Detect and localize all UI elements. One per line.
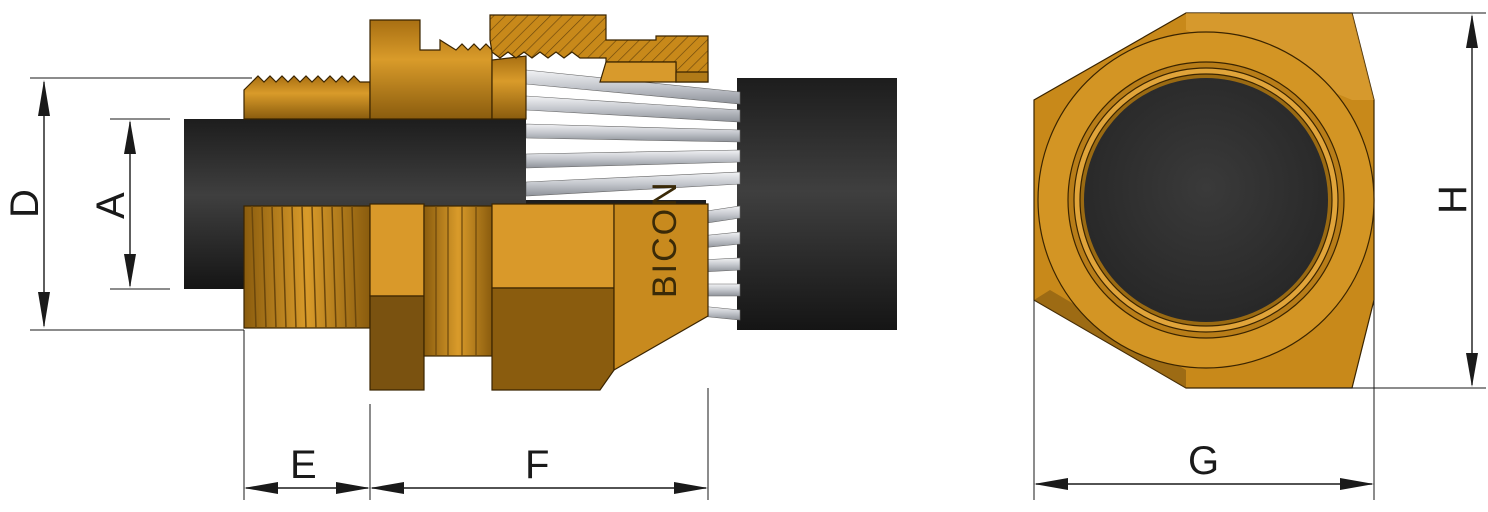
brand-marking: BICON [646, 180, 684, 298]
entry-hex [369, 295, 425, 391]
dimension-e-label: E [290, 443, 317, 487]
dimension-d-label: D [3, 189, 47, 218]
hatched-cap-section [489, 14, 709, 83]
cap-nut-hex [491, 287, 615, 391]
dimension-a: A [89, 118, 170, 290]
dimension-g: G [1033, 300, 1375, 500]
dimension-h: H [1220, 12, 1486, 389]
dimension-a-label: A [89, 192, 133, 219]
dimension-f: F [370, 388, 709, 500]
dimension-e: E [243, 330, 371, 500]
dimension-f-label: F [525, 443, 549, 487]
external-body: BICON [243, 180, 709, 391]
dimension-h-label: H [1431, 185, 1475, 214]
dimension-d: D [3, 77, 252, 331]
dimension-g-label: G [1188, 439, 1219, 483]
end-view [1033, 12, 1375, 389]
sectioned-body [243, 14, 709, 120]
cable-end-face [1084, 78, 1328, 322]
side-view: BICON [184, 14, 897, 391]
outer-cable-sheath [737, 78, 897, 330]
